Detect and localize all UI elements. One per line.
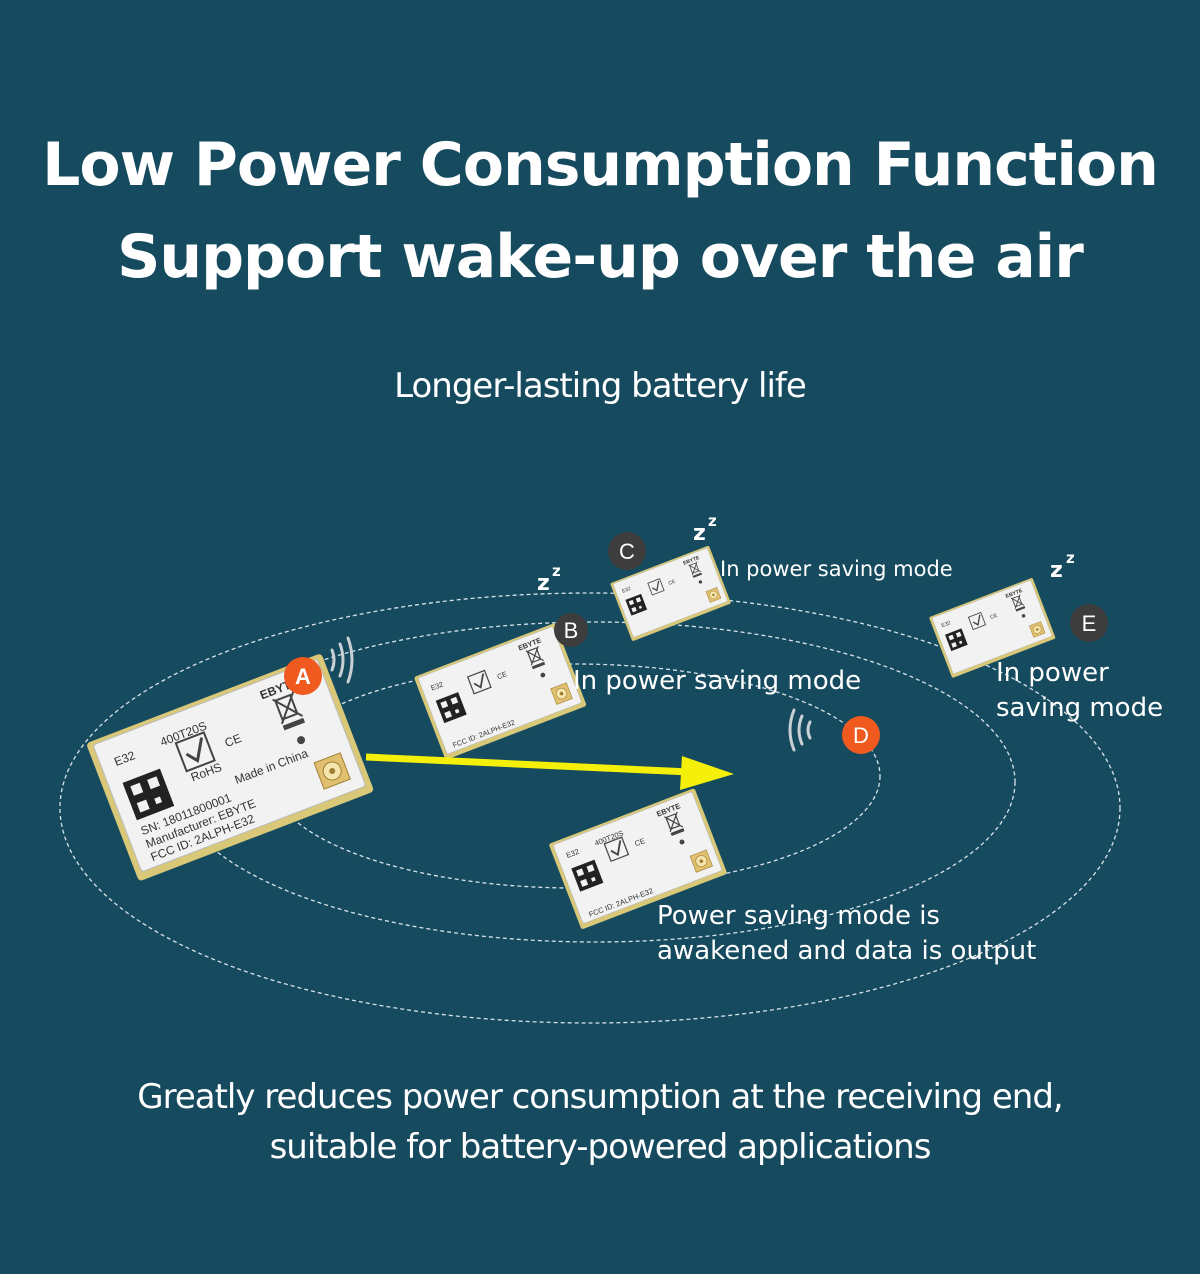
- module-model: E32: [429, 680, 444, 693]
- svg-text:z: z: [708, 512, 717, 530]
- module-c: E32 EBYTE CE: [609, 544, 732, 642]
- node-badge-a: A: [284, 657, 322, 695]
- svg-text:z: z: [537, 571, 550, 596]
- svg-text:z: z: [552, 562, 561, 580]
- signal-waves-d-icon: [788, 708, 812, 752]
- status-d-line-2: awakened and data is output: [657, 936, 1036, 966]
- module-model: E32: [621, 586, 632, 595]
- sleep-icon-c: z z: [693, 512, 717, 546]
- footer-description: Greatly reduces power consumption at the…: [0, 1072, 1200, 1172]
- node-badge-d: D: [842, 716, 880, 754]
- node-letter-a: A: [295, 664, 311, 689]
- status-c: In power saving mode: [720, 557, 953, 581]
- svg-text:z: z: [1050, 558, 1063, 583]
- module-ce: CE: [668, 578, 677, 586]
- orbit-middle: [174, 621, 1016, 943]
- footer-line-1: Greatly reduces power consumption at the…: [137, 1077, 1063, 1117]
- status-e-line-1: In power: [996, 658, 1109, 688]
- module-ce: CE: [989, 612, 998, 620]
- node-letter-e: E: [1082, 611, 1097, 636]
- module-ce: CE: [633, 836, 646, 848]
- module-brand: EBYTE: [683, 555, 701, 567]
- module-ce: CE: [496, 669, 509, 681]
- module-ce: CE: [223, 731, 244, 750]
- signal-waves-a-icon: [330, 636, 354, 684]
- title-line-2: Support wake-up over the air: [117, 222, 1084, 292]
- transmit-arrow: [365, 753, 734, 790]
- node-letter-d: D: [853, 723, 869, 748]
- module-model: E32: [941, 620, 952, 629]
- sleep-icon-b: z z: [537, 562, 561, 596]
- footer-line-2: suitable for battery-powered application…: [269, 1127, 932, 1167]
- node-badge-c: C: [608, 532, 646, 570]
- title-line-1: Low Power Consumption Function: [42, 130, 1159, 200]
- svg-text:z: z: [1066, 549, 1075, 567]
- module-a: E32 400T20S EBYTE CE RoHS SN: 1801180000…: [84, 651, 376, 884]
- node-letter-b: B: [564, 618, 579, 643]
- subtitle: Longer-lasting battery life: [394, 366, 807, 406]
- status-b: In power saving mode: [573, 666, 861, 696]
- node-letter-c: C: [619, 539, 635, 564]
- node-badge-b: B: [554, 613, 588, 647]
- node-badge-e: E: [1070, 604, 1108, 642]
- module-e: E32 EBYTE CE: [928, 576, 1057, 679]
- status-e-line-2: saving mode: [996, 693, 1163, 723]
- svg-text:z: z: [693, 521, 706, 546]
- status-d-line-1: Power saving mode is: [657, 901, 940, 931]
- sleep-icon-e: z z: [1050, 549, 1075, 583]
- orbit-outer: [59, 592, 1121, 1024]
- module-model: E32: [565, 847, 581, 860]
